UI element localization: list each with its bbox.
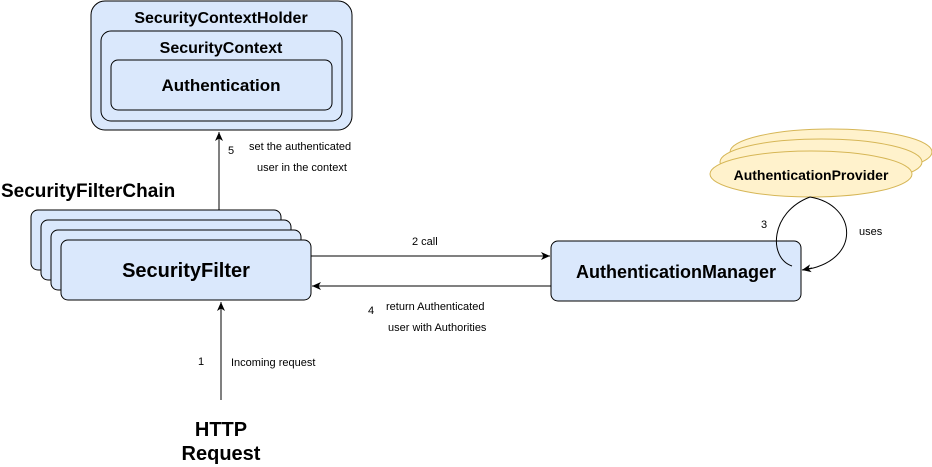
step3-number: 3 — [761, 219, 767, 231]
authentication-manager-label: AuthenticationManager — [576, 262, 776, 282]
security-filter-label: SecurityFilter — [122, 260, 250, 282]
security-filter-box — [60, 239, 312, 301]
step1-label: Incoming request — [231, 357, 315, 369]
step4-number: 4 — [368, 305, 374, 317]
http-request-label-line1: HTTP — [195, 419, 247, 441]
step5-edge: 5 set the authenticated user in the cont… — [215, 132, 351, 211]
step2-edge: 2 call — [311, 236, 550, 260]
http-request: HTTP Request — [182, 419, 261, 465]
authentication-manager-box — [550, 240, 802, 302]
step3-label: uses — [859, 226, 883, 238]
security-filter-chain: SecurityFilter — [30, 209, 312, 301]
security-context-label: SecurityContext — [160, 40, 283, 57]
security-filter-chain-label: SecurityFilterChain — [1, 181, 175, 202]
step2-label: 2 call — [412, 236, 438, 248]
authentication-provider-label: AuthenticationProvider — [734, 167, 889, 183]
authentication-provider: AuthenticationProvider — [709, 128, 932, 198]
step1-number: 1 — [198, 356, 204, 368]
security-context: SecurityContext Authentication — [100, 30, 343, 122]
step5-label-line2: user in the context — [257, 162, 347, 174]
authentication-label: Authentication — [162, 76, 281, 95]
http-request-label-line2: Request — [182, 443, 261, 465]
authentication-manager: AuthenticationManager — [550, 240, 802, 302]
step5-number: 5 — [228, 145, 234, 157]
step1-edge: 1 Incoming request — [198, 302, 315, 400]
step3-arrow — [776, 196, 847, 271]
step3-arrow-tip — [801, 264, 813, 273]
step4-label-line2: user with Authorities — [388, 322, 487, 334]
step3-edge: 3 uses — [761, 196, 883, 273]
authentication: Authentication — [110, 59, 333, 111]
step5-label-line1: set the authenticated — [249, 141, 351, 153]
authentication-box — [110, 59, 333, 111]
security-context-holder-label: SecurityContextHolder — [134, 10, 307, 27]
security-context-holder: SecurityContextHolder SecurityContext Au… — [90, 0, 353, 131]
step4-label-line1: return Authenticated — [386, 301, 484, 313]
step4-edge: 4 return Authenticated user with Authori… — [312, 282, 551, 334]
